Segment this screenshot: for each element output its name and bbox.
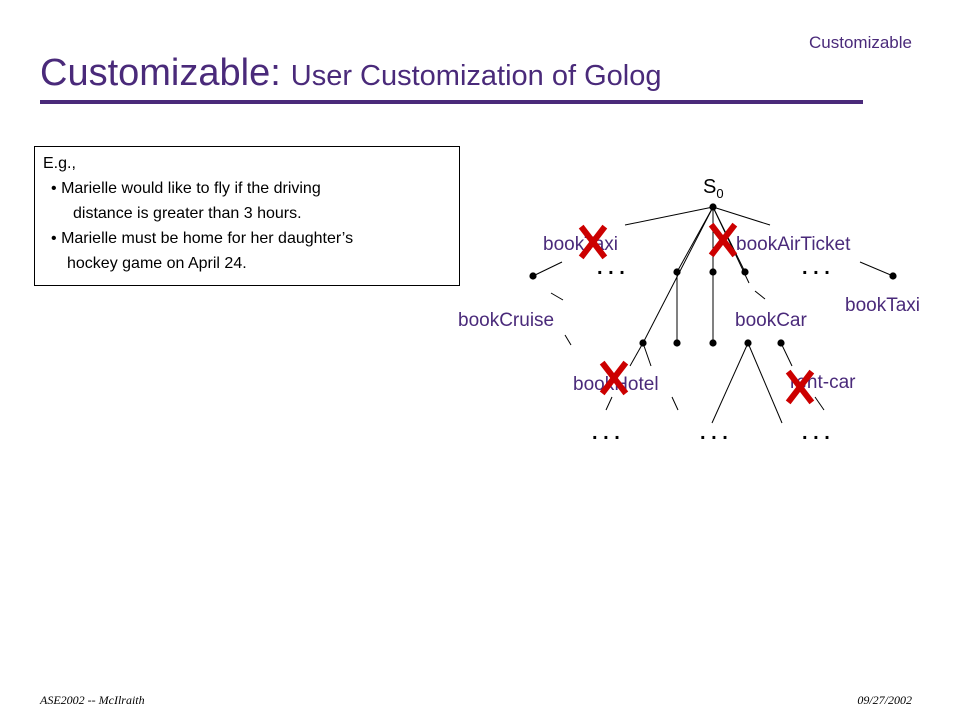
node	[741, 268, 749, 276]
edge-cruise-top	[550, 292, 564, 301]
node	[889, 272, 897, 280]
footer-course-label: ASE2002 -- McIlraith	[40, 693, 145, 707]
example-bullet-1-line-2: distance is greater than 3 hours.	[73, 205, 302, 222]
corner-section-label: Customizable	[809, 33, 912, 52]
edge-hotel-left-low	[605, 396, 613, 411]
cross-icon	[599, 360, 629, 396]
cross-icon	[578, 224, 608, 260]
bullet-text: Marielle must be home for her daughter’s	[61, 230, 354, 247]
node	[639, 339, 647, 347]
example-heading: E.g.,	[43, 155, 76, 172]
edge-taxi-left	[532, 261, 563, 277]
bullet-mark: •	[51, 230, 57, 247]
node	[709, 268, 717, 276]
node	[777, 339, 785, 347]
ellipsis: . . .	[700, 422, 728, 444]
example-bullet-1-line-1: • Marielle would like to fly if the driv…	[43, 176, 451, 201]
cross-icon	[785, 369, 815, 405]
node	[673, 339, 681, 347]
tree-root-label: S0	[703, 176, 724, 201]
edge-car-child-right	[747, 342, 783, 424]
example-bullet-2-line-2: hockey game on April 24.	[67, 255, 247, 272]
bullet-mark: •	[51, 180, 57, 197]
example-bullet-2-line-1: • Marielle must be home for her daughter…	[43, 226, 451, 251]
slide-title: Customizable: User Customization of Golog	[40, 52, 661, 95]
tree-action-labels: bookTaxi bookAirTicket bookTaxi bookCrui…	[458, 234, 920, 395]
node	[744, 339, 752, 347]
node-root	[709, 203, 717, 211]
edge-rentcar-top	[780, 342, 793, 367]
edge-root-bookAirTicket	[712, 206, 771, 226]
edge-taxi-right	[859, 261, 894, 277]
label-book-cruise: bookCruise	[458, 310, 554, 331]
node	[709, 339, 717, 347]
slide-title-sub: User Customization of Golog	[290, 60, 662, 92]
ellipsis: . . .	[802, 257, 830, 279]
title-underline	[40, 100, 863, 104]
example-box: E.g., • Marielle would like to fly if th…	[34, 146, 460, 286]
ellipsis: . . .	[592, 422, 620, 444]
edge-root-bookTaxi	[624, 206, 714, 226]
node	[529, 272, 537, 280]
edge-cruise-bottom	[564, 334, 572, 346]
node	[673, 268, 681, 276]
edge-hotel-right-low	[671, 396, 679, 411]
label-book-taxi-1: bookTaxi	[543, 234, 618, 255]
bullet-text: Marielle would like to fly if the drivin…	[61, 180, 321, 197]
edge-hotel-left	[629, 342, 644, 367]
label-book-air-ticket: bookAirTicket	[736, 234, 851, 255]
label-book-taxi-2: bookTaxi	[845, 295, 920, 316]
edge-rentcar-low	[814, 396, 825, 411]
cross-icon	[708, 222, 738, 258]
footer-date: 09/27/2002	[857, 693, 912, 707]
edge-hotel-right	[642, 342, 652, 367]
tree-ellipses: . . . . . . . . . . . . . . .	[592, 257, 830, 444]
edge-car-child-left	[711, 342, 749, 424]
tree-edges	[532, 206, 894, 424]
label-book-car: bookCar	[735, 310, 807, 331]
pruned-branch-marks	[578, 222, 815, 405]
ellipsis: . . .	[597, 257, 625, 279]
tree-nodes	[529, 203, 897, 347]
ellipsis: . . .	[802, 422, 830, 444]
edge-car-down	[754, 290, 766, 300]
slide-title-main: Customizable:	[40, 52, 281, 94]
